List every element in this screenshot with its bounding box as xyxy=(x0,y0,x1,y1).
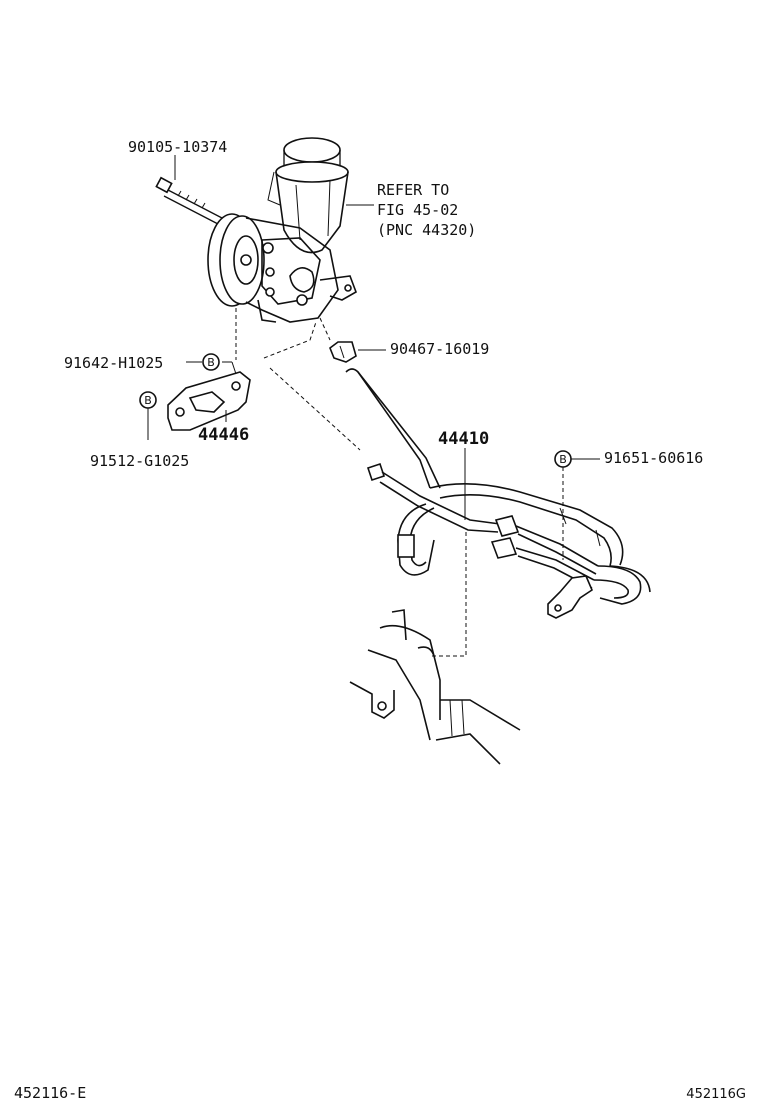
bolt-marker-hose-text: B xyxy=(559,453,567,466)
label-bracket-part: 44446 xyxy=(198,425,249,445)
bracket-drawing xyxy=(167,371,251,431)
label-bolt: 90105-10374 xyxy=(128,138,227,156)
footer-left-code: 452116-E xyxy=(14,1084,86,1102)
hose-assembly-drawing xyxy=(345,368,651,619)
label-refer-line3: (PNC 44320) xyxy=(377,221,476,239)
pump-drawing xyxy=(207,213,357,323)
label-hose-assembly: 44410 xyxy=(438,429,489,449)
label-refer-line2: FIG 45-02 xyxy=(377,201,458,219)
clamp-drawing xyxy=(329,341,357,363)
bolt-marker-bracket-text: B xyxy=(144,394,152,407)
bolt-marker-top-text: B xyxy=(207,356,215,369)
label-clamp: 90467-16019 xyxy=(390,340,489,358)
reservoir-drawing xyxy=(267,137,349,254)
label-refer-line1: REFER TO xyxy=(377,181,449,199)
footer-right-code: 452116G xyxy=(686,1087,746,1102)
bolt-drawing xyxy=(155,176,223,225)
label-hose-bolt: 91651-60616 xyxy=(604,449,703,467)
label-bracket-bolt-top: 91642-H1025 xyxy=(64,354,163,372)
steering-gear-drawing xyxy=(349,609,521,765)
bolt-marker-top xyxy=(202,353,220,371)
label-bracket-bolt-bottom: 91512-G1025 xyxy=(90,452,189,470)
